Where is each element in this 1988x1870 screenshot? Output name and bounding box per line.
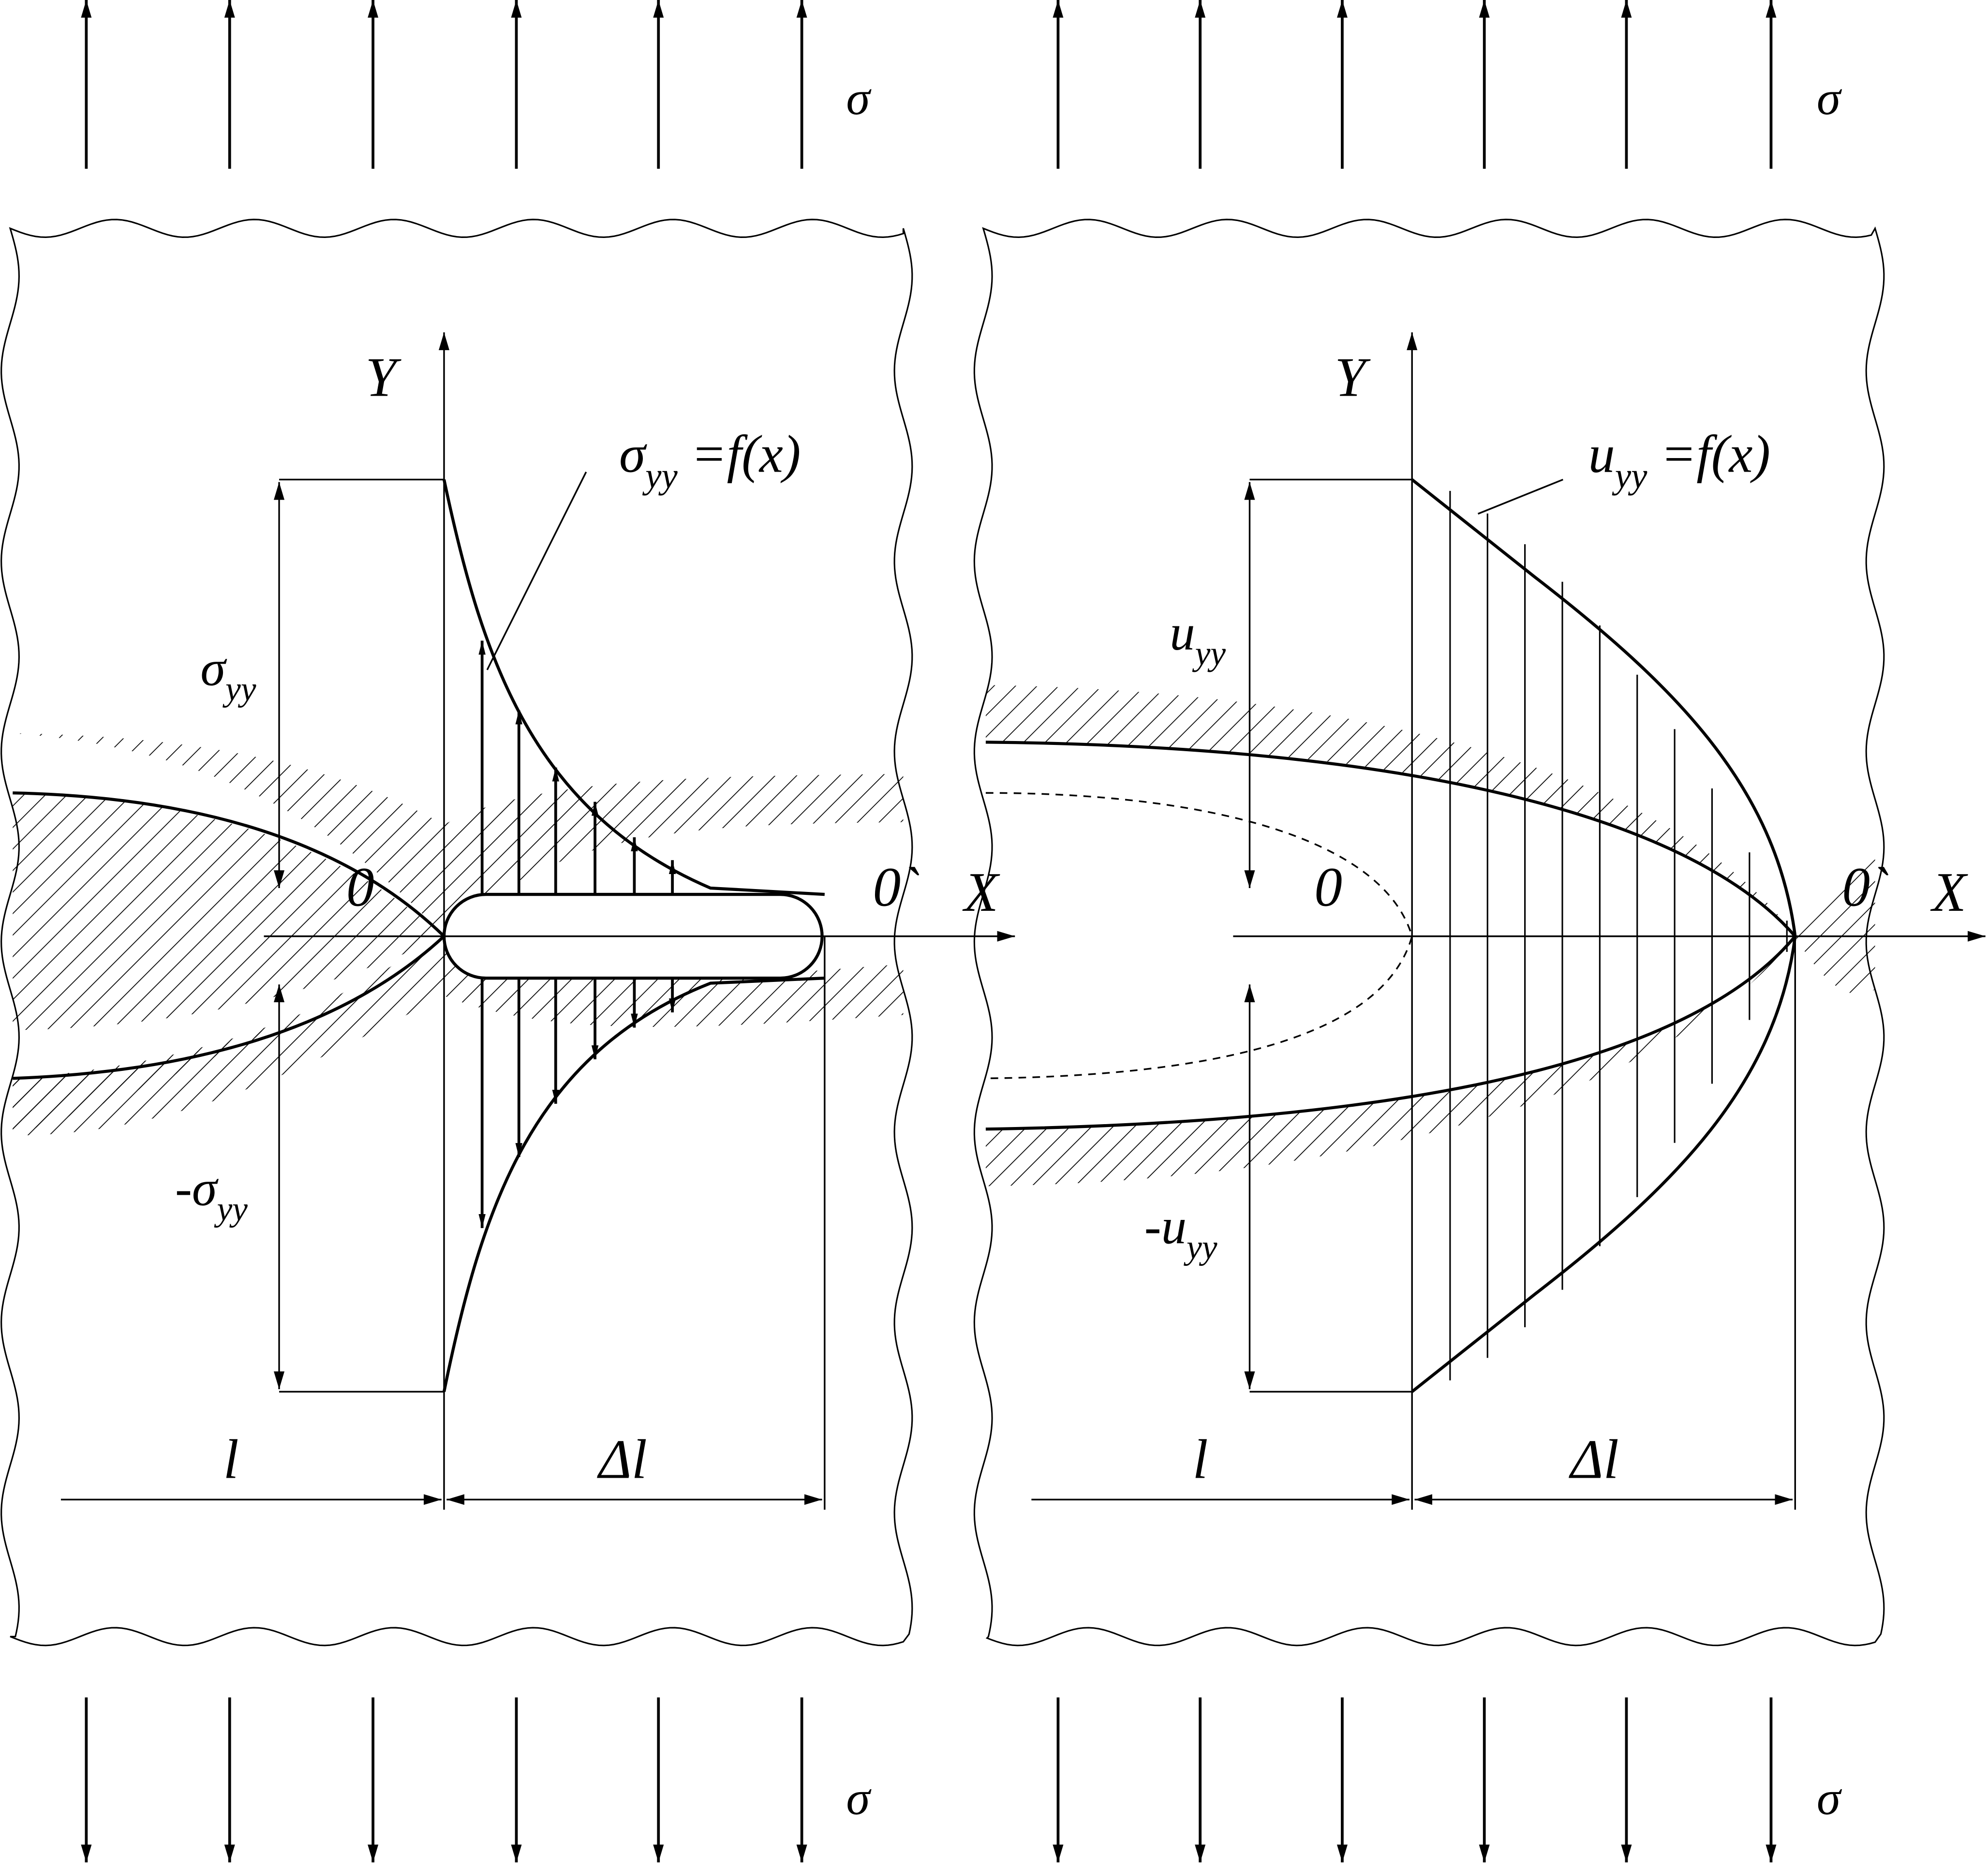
upper-value-label: σyy (200, 640, 256, 708)
axis-y-label-main: Y (365, 346, 401, 408)
curve-label-eq: =f(x) (678, 425, 801, 484)
dim-delta-l-label-main: Δl (597, 1428, 647, 1490)
dim-delta-l-label: Δl (1569, 1428, 1619, 1490)
axis-x-label-main: X (962, 861, 1000, 923)
curve-leader (486, 471, 587, 670)
load-label-bottom-main: σ (846, 1771, 872, 1825)
load-label-top: σ (846, 71, 872, 125)
curve-label-eq: =f(x) (1647, 425, 1770, 484)
plate-outline (0, 219, 913, 1647)
origin-label-main: 0 (1314, 856, 1342, 918)
origin-label-main: 0 (346, 856, 374, 918)
upper-value-label-sub: yy (1192, 634, 1226, 672)
axis-y-label: Y (365, 346, 401, 408)
curve-leader (1477, 478, 1563, 515)
upper-value-label-main: σ (200, 640, 227, 696)
load-label-bottom-main: σ (1817, 1771, 1842, 1825)
tip-label: 0` (873, 856, 920, 918)
dim-delta-l-label-main: Δl (1569, 1428, 1619, 1490)
crack-profile-upper (13, 791, 445, 937)
hatch-band-upper-left (13, 793, 445, 1030)
axis-x-label: X (962, 861, 1000, 923)
axis-y-label: Y (1335, 346, 1371, 408)
curve-label: uyy =f(x) (1588, 425, 1770, 496)
hatch-band-lower (13, 936, 904, 1136)
axis-x-label: X (1930, 861, 1969, 923)
lower-value-label-sub: yy (1184, 1228, 1217, 1266)
dim-l-label: l (223, 1428, 239, 1490)
lower-value-label-main: -σ (175, 1160, 219, 1217)
load-label-top-main: σ (846, 71, 872, 125)
curve-label-main: u (1588, 425, 1615, 484)
dim-delta-l-label: Δl (597, 1428, 647, 1490)
load-label-bottom: σ (1817, 1771, 1842, 1825)
lower-value-label: -σyy (175, 1160, 248, 1228)
tip-label-main: 0` (873, 856, 920, 918)
origin-label: 0 (1314, 856, 1342, 918)
axis-x-label-main: X (1930, 861, 1969, 923)
dim-l-label-main: l (223, 1428, 239, 1490)
upper-value-label-sub: yy (223, 670, 256, 708)
crack-profile-upper (985, 741, 1796, 937)
axis-y-label-main: Y (1335, 346, 1371, 408)
crack-profile-lower (985, 935, 1796, 1131)
upper-value-label-main: u (1170, 605, 1195, 661)
tip-label-main: 0` (1842, 856, 1888, 918)
dim-l-label: l (1192, 1428, 1208, 1490)
upper-value-label: uyy (1170, 605, 1226, 672)
crack-profile-lower (13, 935, 445, 1080)
tip-label: 0` (1842, 856, 1888, 918)
hatch-band (985, 685, 1875, 1187)
curve-label-sub: yy (642, 456, 678, 496)
origin-label: 0 (346, 856, 374, 918)
stress-curve-upper (442, 479, 825, 896)
plate-outline (973, 219, 1885, 1647)
lower-value-label-sub: yy (214, 1190, 248, 1228)
hatch-band-upper (13, 733, 904, 936)
lower-value-label: -uyy (1144, 1198, 1217, 1266)
curve-label-sub: yy (1612, 456, 1647, 496)
load-label-bottom: σ (846, 1771, 872, 1825)
load-label-top: σ (1817, 71, 1842, 125)
dim-l-label-main: l (1192, 1428, 1208, 1490)
curve-label: σyy =f(x) (619, 425, 801, 496)
original-crack-dashed (985, 792, 1413, 1080)
load-label-top-main: σ (1817, 71, 1842, 125)
lower-value-label-main: -u (1144, 1198, 1187, 1254)
curve-label-main: σ (619, 425, 647, 484)
hatch-band-lower-left (13, 936, 445, 1136)
stress-curve-lower (442, 977, 825, 1392)
